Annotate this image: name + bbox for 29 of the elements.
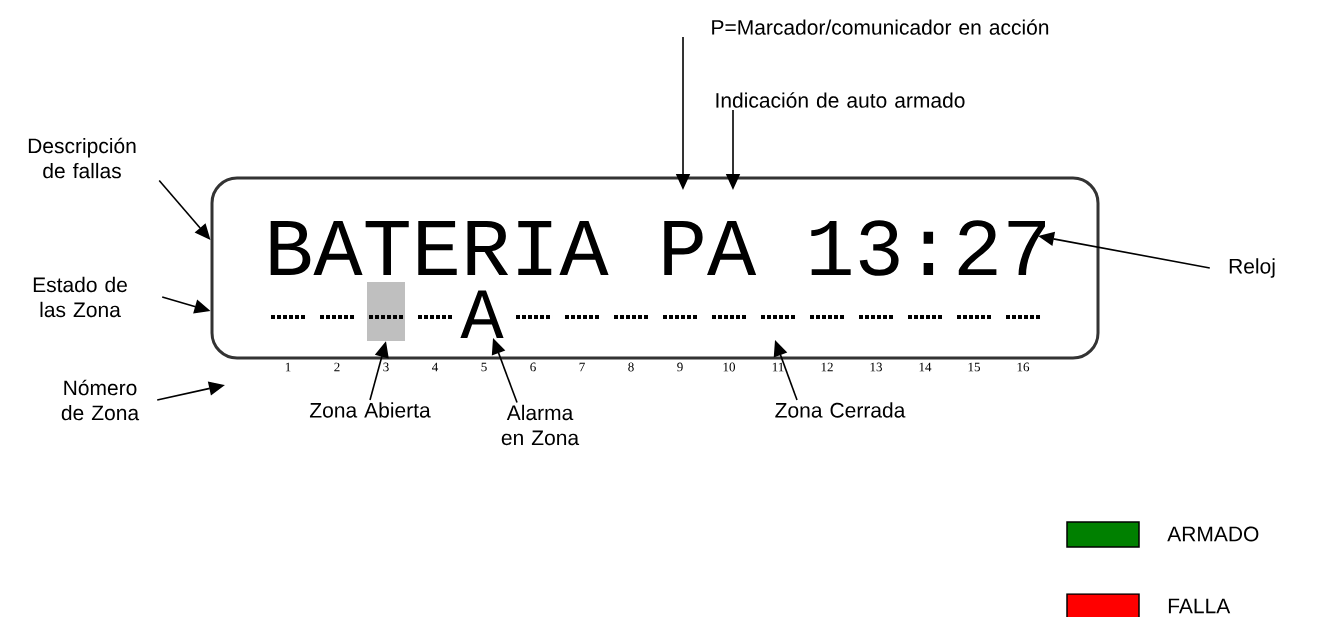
legend-label: ARMADO xyxy=(1167,526,1259,542)
lcd-character: A xyxy=(460,290,504,338)
zone-number: 8 xyxy=(628,362,634,372)
callout-text: Alarma en Zona xyxy=(501,404,580,446)
zone-number: 4 xyxy=(432,362,439,372)
callout-text: Zona Abierta xyxy=(309,402,431,418)
zone-number: 12 xyxy=(821,362,833,372)
highlighted-zone xyxy=(367,282,405,341)
callout-text: Reloj xyxy=(1229,258,1275,278)
callout-text: Nómero de Zona xyxy=(61,379,140,421)
callout-text: Descripción de fallas xyxy=(28,137,136,179)
zone-number: 3 xyxy=(383,362,389,372)
zone-number: 10 xyxy=(723,362,735,372)
zone-number: 6 xyxy=(530,362,536,372)
zone-number: 2 xyxy=(334,362,340,372)
zone-number: 15 xyxy=(968,362,980,372)
callout-text: Estado de las Zona xyxy=(33,276,127,318)
callout-text: Indicación de auto armado xyxy=(716,92,965,108)
zone-number: 1 xyxy=(285,362,291,372)
zone-number: 13 xyxy=(870,362,882,372)
zone-number: 14 xyxy=(919,362,932,372)
callout-text: P=Marcador/comunicador en acción xyxy=(712,19,1049,35)
callout-text: Zona Cerrada xyxy=(775,402,906,418)
zone-number: 9 xyxy=(677,362,683,372)
zone-number: 7 xyxy=(579,362,585,372)
zone-number: 11 xyxy=(772,362,784,372)
legend-label: FALLA xyxy=(1168,598,1231,614)
zone-number: 5 xyxy=(481,362,487,372)
zone-number: 16 xyxy=(1017,362,1030,372)
